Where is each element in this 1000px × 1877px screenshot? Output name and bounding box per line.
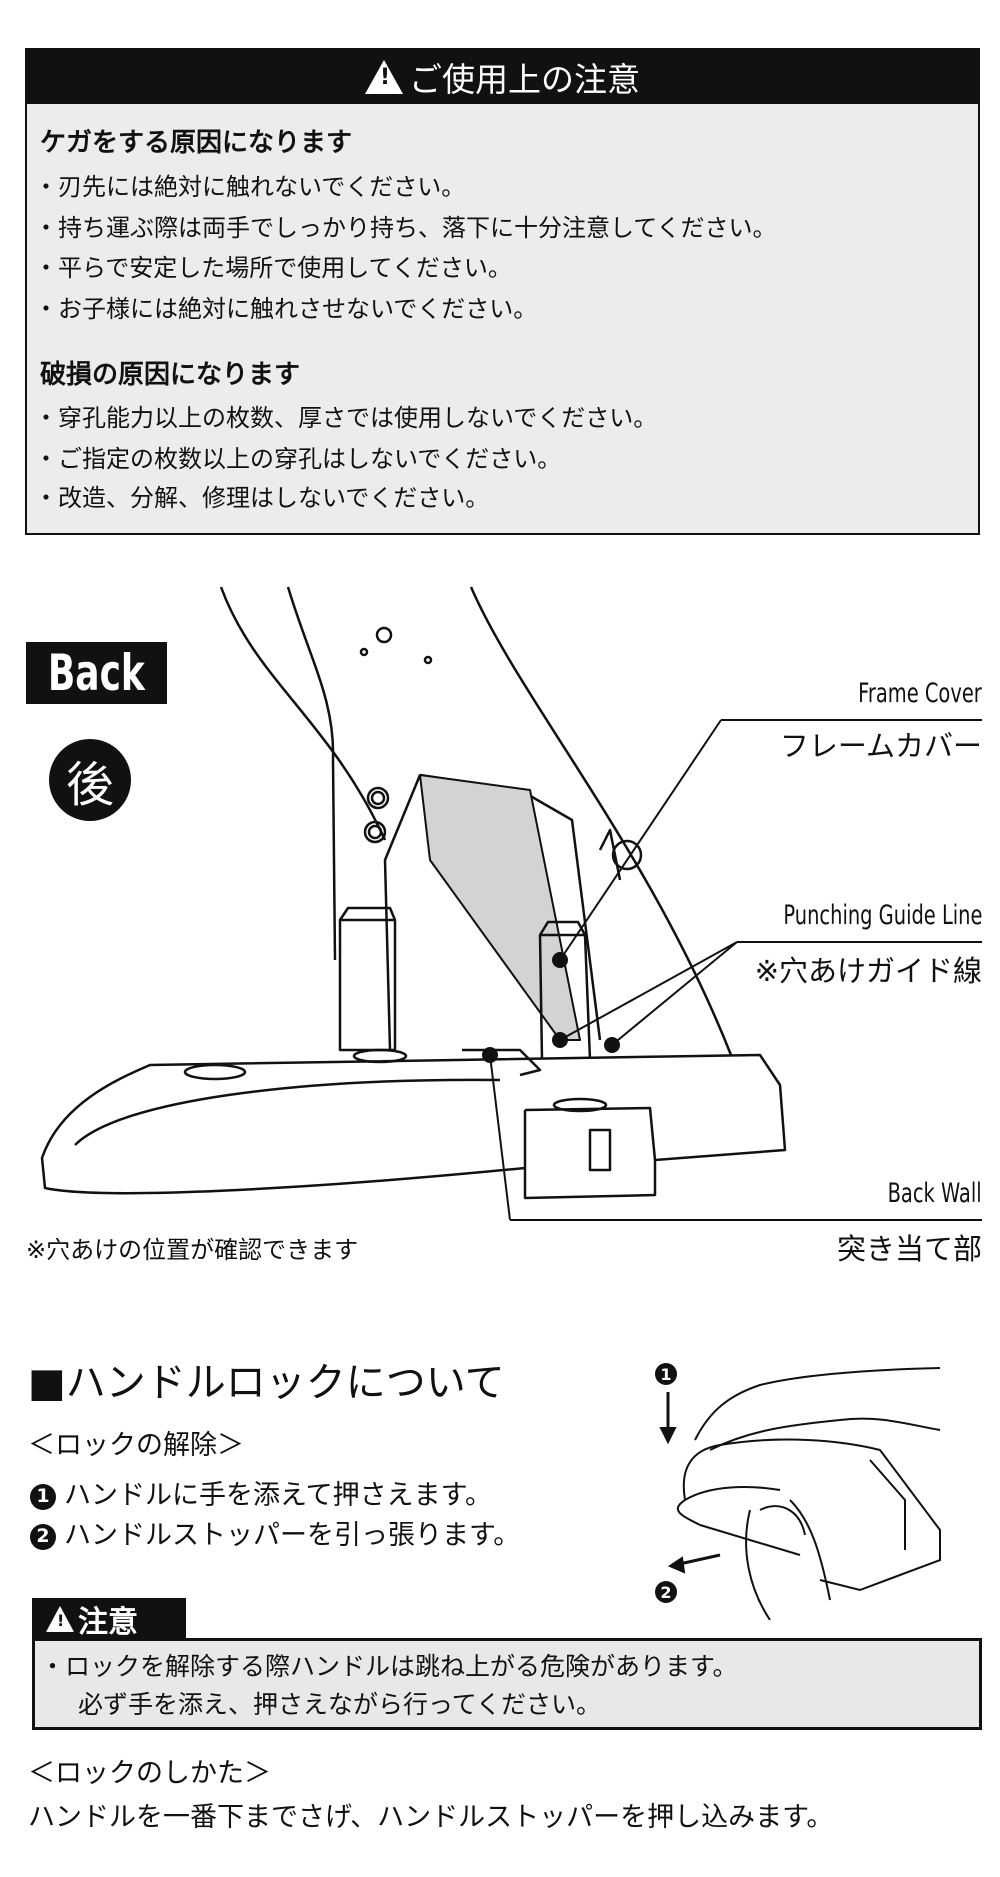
diagram-note: ※穴あけの位置が確認できます [26,1236,359,1264]
warning-box [32,1638,982,1730]
injury-heading: ケガをする原因になります [40,128,353,158]
warning-line: ・ロックを解除する際ハンドルは跳ね上がる危険があります。 [40,1652,738,1681]
warning-triangle-icon [365,60,403,94]
leader-line [510,1219,982,1221]
lock-instructions: ハンドルを一番下までさげ、ハンドルストッパーを押し込みます。 [28,1802,834,1833]
warning-tab-label: 注意 [78,1605,138,1640]
list-item: ・穿孔能力以上の枚数、厚さでは使用しないでください。 [34,404,658,432]
list-item: ・持ち運ぶ際は両手でしっかり持ち、落下に十分注意してください。 [34,214,777,242]
list-item: ・お子様には絶対に触れさせないでください。 [34,295,538,323]
back-tag: Back [26,642,167,704]
back-wall-label-en: Back Wall [887,1178,982,1209]
warning-tab: 注意 [32,1598,186,1640]
back-kanji-badge: 後 [49,739,131,821]
list-item: ・ご指定の枚数以上の穿孔はしないでください。 [34,445,562,473]
handle-lock-title: ■ハンドルロックについて [28,1360,505,1406]
caution-box: ご使用上の注意 [25,48,980,535]
frame-cover-label-en: Frame Cover [858,678,982,709]
leader-line [721,719,982,721]
warning-triangle-icon [46,1606,74,1632]
step-text: ハンドルストッパーを引っ張ります。 [64,1520,521,1551]
guide-line-label-en: Punching Guide Line [782,900,982,931]
leader-line [737,941,982,943]
svg-text:1: 1 [660,1365,671,1384]
lock-heading: ＜ロックのしかた＞ [28,1758,271,1789]
caution-title: ご使用上の注意 [409,60,640,99]
step-text: ハンドルに手を添えて押さえます。 [64,1480,492,1511]
step-2: 2 ハンドルストッパーを引っ張ります。 [30,1522,520,1550]
step-1: 1 ハンドルに手を添えて押さえます。 [30,1482,492,1510]
list-item: ・改造、分解、修理はしないでください。 [34,484,490,512]
warning-line: 必ず手を添え、押さえながら行ってください。 [78,1690,602,1719]
list-item: ・平らで安定した場所で使用してください。 [34,254,512,282]
svg-text:2: 2 [660,1583,671,1602]
guide-line-label-ja: ※穴あけガイド線 [754,954,982,988]
step-number-icon: 1 [30,1483,56,1510]
caution-header: ご使用上の注意 [27,50,978,104]
step-number-icon: 2 [30,1523,56,1550]
damage-heading: 破損の原因になります [40,360,301,390]
release-heading: ＜ロックの解除＞ [28,1430,244,1461]
frame-cover-label-ja: フレームカバー [779,729,982,763]
handle-release-illustration: 1 2 [655,1363,941,1620]
back-wall-label-ja: 突き当て部 [836,1232,982,1266]
list-item: ・刃先には絶対に触れないでください。 [34,173,466,201]
